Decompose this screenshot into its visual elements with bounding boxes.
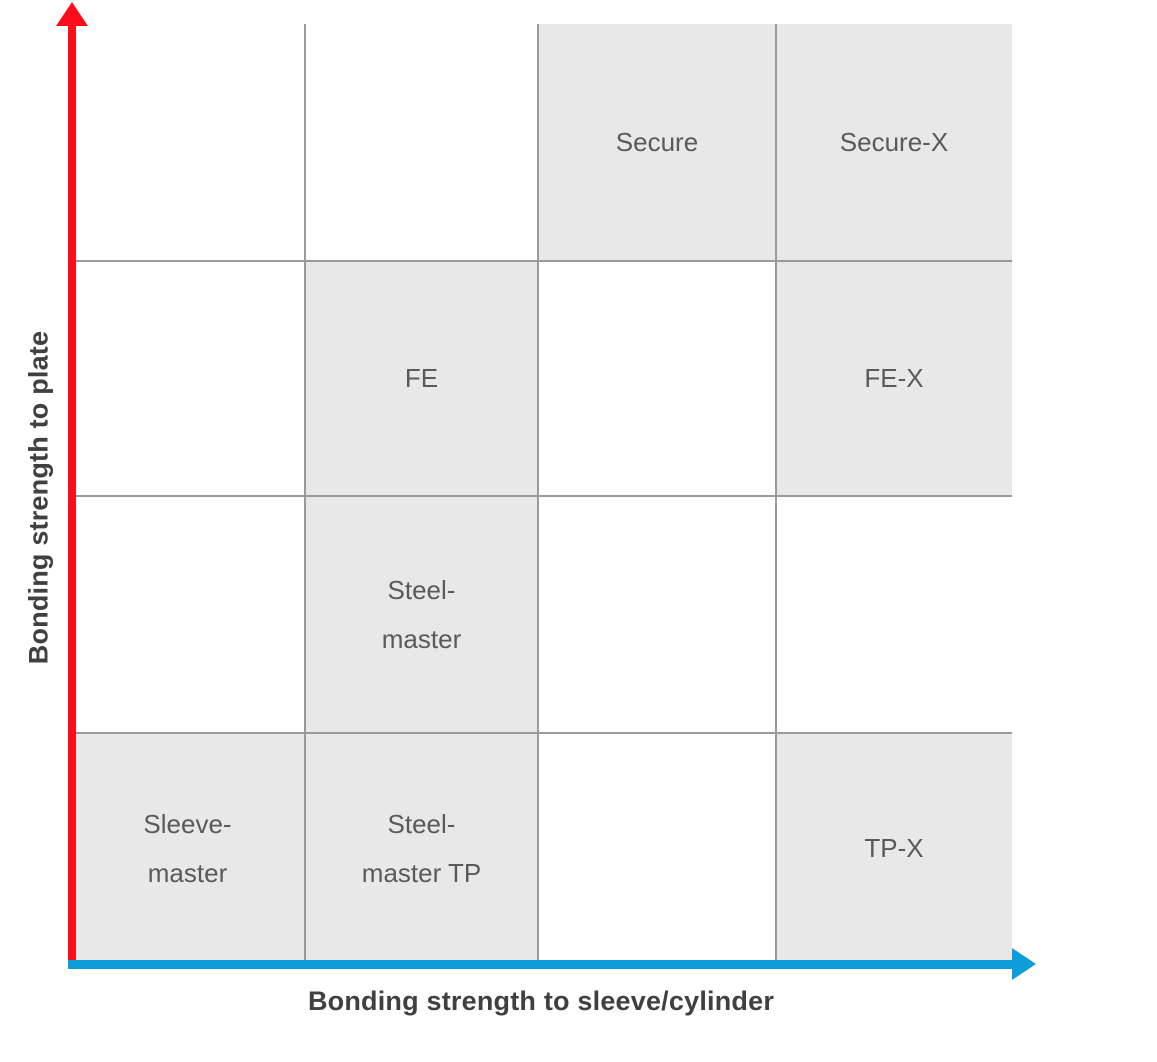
x-axis-title: Bonding strength to sleeve/cylinder [307,986,775,1016]
matrix-cell-fe[interactable]: FE [305,261,538,496]
grid-vline-2 [537,24,539,964]
y-axis-arrow-head [56,2,88,26]
matrix-cell-r4c3 [538,733,776,964]
matrix-cell-r3c4 [776,496,1012,733]
matrix-cell-secure[interactable]: Secure [538,24,776,261]
matrix-cell-r2c1 [70,261,305,496]
grid-hline-3 [70,732,1012,734]
matrix-cell-r3c3 [538,496,776,733]
matrix-cell-r1c1 [70,24,305,261]
grid-hline-2 [70,495,1012,497]
grid-vline-3 [775,24,777,964]
y-axis-arrow-shaft [68,20,76,966]
matrix-cell-fe-x[interactable]: FE-X [776,261,1012,496]
matrix-cell-r2c3 [538,261,776,496]
matrix-grid: Secure Secure-X FE FE-X Steel- master Sl… [70,24,1012,964]
grid-hline-1 [70,260,1012,262]
matrix-cell-r1c2 [305,24,538,261]
matrix-cell-tp-x[interactable]: TP-X [776,733,1012,964]
matrix-cell-sleevemaster[interactable]: Sleeve- master [70,733,305,964]
y-axis-title-wrapper: Bonding strength to plate [24,23,55,973]
x-axis-arrow-head [1012,948,1036,980]
matrix-cell-steelmaster[interactable]: Steel- master [305,496,538,733]
grid-vline-1 [304,24,306,964]
matrix-cell-secure-x[interactable]: Secure-X [776,24,1012,261]
matrix-cell-steelmaster-tp[interactable]: Steel- master TP [305,733,538,964]
matrix-cell-r3c1 [70,496,305,733]
x-axis-arrow-shaft [68,960,1018,969]
y-axis-title: Bonding strength to plate [23,330,54,665]
